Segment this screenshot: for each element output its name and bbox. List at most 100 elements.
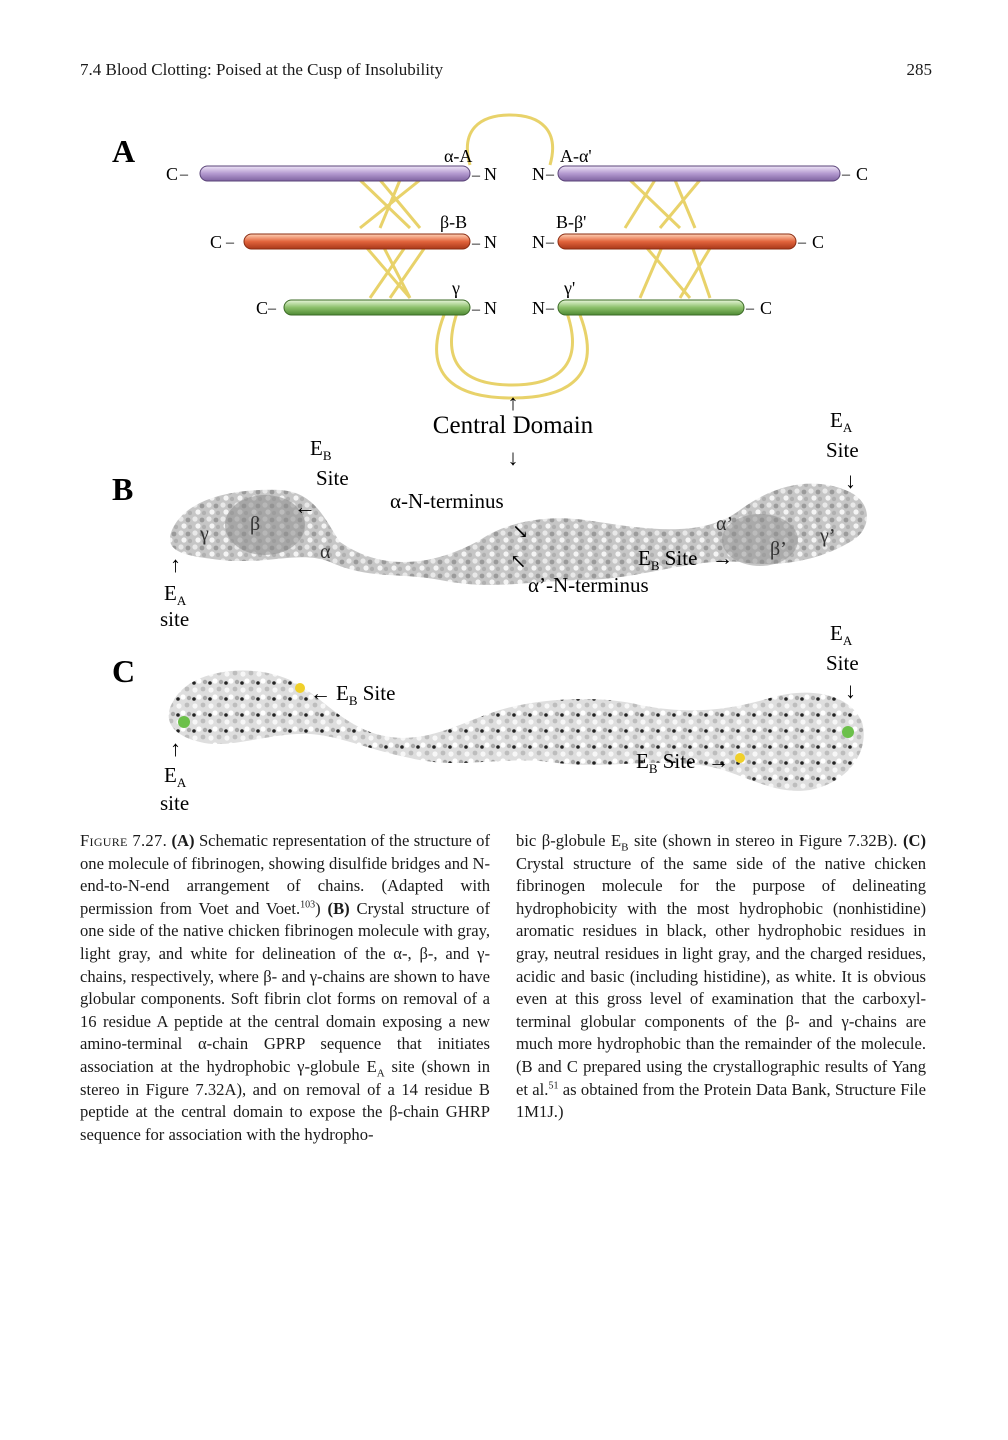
ea-site-left-marker xyxy=(178,716,190,728)
svg-text:–: – xyxy=(471,167,481,184)
svg-text:↑: ↑ xyxy=(170,552,181,577)
svg-text:Site: Site xyxy=(826,651,859,675)
gamma-prime-n-label: N xyxy=(532,298,545,318)
panel-c-ea-site-left: ↑ EA site xyxy=(160,736,189,815)
svg-text:→: → xyxy=(708,749,729,773)
alpha-label: α xyxy=(320,541,331,563)
caption-part-b: (B) xyxy=(327,898,350,918)
down-arrow-icon: ↓ xyxy=(508,445,519,470)
gamma-chain-bar xyxy=(283,299,471,316)
svg-text:EA: EA xyxy=(164,581,187,608)
alpha-n-terminus-arrow-icon: ↘ xyxy=(512,521,529,543)
svg-text:–: – xyxy=(471,301,481,318)
gamma-prime-label: γ’ xyxy=(819,525,836,547)
svg-text:–: – xyxy=(745,300,755,317)
beta-prime-n-label: N xyxy=(532,232,545,252)
caption-part-c: (C) xyxy=(902,831,926,850)
alpha-prime-n-terminus-label: α’-N-terminus xyxy=(528,573,649,597)
svg-text:–: – xyxy=(179,166,189,183)
svg-text:–: – xyxy=(545,234,555,251)
section-title: 7.4 Blood Clotting: Poised at the Cusp o… xyxy=(80,60,444,79)
svg-text:EB: EB xyxy=(310,436,332,463)
alpha-a-label: α-A xyxy=(444,146,472,166)
svg-text:Site: Site xyxy=(826,438,859,462)
beta-n-label: N xyxy=(484,232,497,252)
alpha-prime-n-terminus-arrow-icon: ↖ xyxy=(510,551,527,573)
svg-text:←: ← xyxy=(310,681,331,705)
beta-chain-bar xyxy=(243,233,471,250)
svg-text:←: ← xyxy=(294,494,316,519)
central-domain-label: Central Domain xyxy=(433,412,594,439)
caption-right-column: bic β-globule EB site (shown in stereo i… xyxy=(516,831,927,1122)
svg-text:↓: ↓ xyxy=(845,678,856,703)
panel-c-ea-site-right: EA Site ↓ xyxy=(826,621,859,703)
panel-a-label: A xyxy=(112,133,135,169)
beta-prime-globule-shade xyxy=(722,514,798,566)
gamma-globule-label: γ xyxy=(199,523,209,545)
svg-text:–: – xyxy=(545,300,555,317)
svg-text:→: → xyxy=(712,546,733,570)
panel-b-ea-site-right: EA Site ↓ xyxy=(826,408,859,493)
svg-text:Site: Site xyxy=(316,466,349,490)
alpha-c-label: C xyxy=(166,164,178,184)
svg-text:–: – xyxy=(841,166,851,183)
caption-left-column: Figure 7.27. (A) Schematic representatio… xyxy=(80,831,490,1144)
gamma-prime-c-label: C xyxy=(760,298,772,318)
svg-text:–: – xyxy=(225,234,235,251)
gamma-prime-chain-bar xyxy=(557,299,745,316)
a-alpha-prime-label: A-α' xyxy=(560,146,592,166)
alpha-prime-n-label: N xyxy=(532,164,545,184)
svg-text:EA: EA xyxy=(830,621,853,648)
panel-b-eb-site-left: EB Site ← xyxy=(294,436,349,519)
svg-text:EB Site: EB Site xyxy=(336,681,395,708)
svg-text:–: – xyxy=(545,166,555,183)
alpha-prime-label: α’ xyxy=(716,513,733,535)
gamma-label: γ xyxy=(451,278,460,298)
up-arrow-icon: ↑ xyxy=(508,390,519,415)
figure-label: Figure 7.27. xyxy=(80,831,168,850)
page-number: 285 xyxy=(906,60,933,79)
beta-prime-c-label: C xyxy=(812,232,824,252)
panel-b-molecule xyxy=(169,483,867,585)
beta-globule-label: β xyxy=(250,513,260,535)
panel-a-right-chains: N – – C A-α' N – – C B-β' N – – C γ' xyxy=(532,146,868,318)
svg-text:–: – xyxy=(267,300,277,317)
beta-c-label: C xyxy=(210,232,222,252)
figure-artwork: A C – – N α-A C – – N β-B C – – N γ N – xyxy=(112,113,868,815)
svg-text:site: site xyxy=(160,607,189,631)
beta-globule-shade xyxy=(225,495,305,555)
panel-c-molecule xyxy=(168,670,864,791)
eb-site-left-marker xyxy=(295,683,305,693)
svg-text:EB Site: EB Site xyxy=(638,546,697,573)
panel-c-eb-site-right: EB Site → xyxy=(636,749,729,776)
svg-text:–: – xyxy=(797,234,807,251)
eb-site-right-marker xyxy=(735,753,745,763)
beta-prime-label: β’ xyxy=(770,538,787,560)
gamma-c-label: C xyxy=(256,298,268,318)
svg-text:site: site xyxy=(160,791,189,815)
gamma-prime-label: γ' xyxy=(563,278,575,298)
beta-prime-chain-bar xyxy=(557,233,797,250)
svg-text:EA: EA xyxy=(164,763,187,790)
panel-b-label: B xyxy=(112,471,133,507)
ref-51: 51 xyxy=(548,1080,559,1091)
svg-text:–: – xyxy=(471,235,481,252)
gamma-n-label: N xyxy=(484,298,497,318)
ref-103: 103 xyxy=(300,899,316,911)
svg-text:EA: EA xyxy=(830,408,853,435)
svg-text:EB Site: EB Site xyxy=(636,749,695,776)
svg-text:↓: ↓ xyxy=(845,468,856,493)
panel-a-disulfide-bridges xyxy=(358,113,717,400)
caption-part-a: (A) xyxy=(171,831,195,850)
panel-a-left-chains: C – – N α-A C – – N β-B C – – N γ xyxy=(166,146,497,318)
beta-b-label: β-B xyxy=(440,212,467,232)
alpha-n-label: N xyxy=(484,164,497,184)
alpha-prime-chain-bar xyxy=(557,165,841,182)
panel-b-eb-site-right: EB Site → xyxy=(638,546,733,573)
ea-site-right-marker xyxy=(842,726,854,738)
running-header: 7.4 Blood Clotting: Poised at the Cusp o… xyxy=(80,60,932,84)
alpha-n-terminus-label: α-N-terminus xyxy=(390,489,504,513)
alpha-prime-c-label: C xyxy=(856,164,868,184)
figure-7-27: A C – – N α-A C – – N β-B C – – N γ N – xyxy=(80,110,940,825)
panel-c-label: C xyxy=(112,653,135,689)
